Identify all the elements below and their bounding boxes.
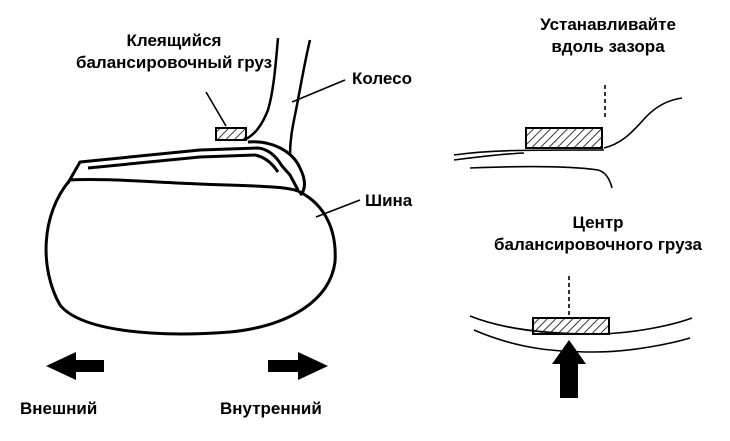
adhesive-weight-install xyxy=(525,127,603,149)
leader-lines xyxy=(205,79,361,218)
label-outer: Внешний xyxy=(20,399,98,418)
label-weight-center-line2: балансировочного груза xyxy=(494,235,702,254)
label-install-line1: Устанавливайте xyxy=(540,15,676,34)
wheel-rim-inner xyxy=(87,153,280,173)
tire-body xyxy=(44,177,337,336)
adhesive-weight-center xyxy=(532,317,610,335)
install-detail xyxy=(453,85,683,189)
label-adhesive-weight-line2: балансировочный груз xyxy=(75,53,273,72)
tire-cross-section xyxy=(44,146,337,336)
label-wheel: Колесо xyxy=(352,69,412,88)
label-adhesive-weight-line1: Клеящийся xyxy=(126,31,222,50)
label-tire: Шина xyxy=(365,191,413,210)
label-install: Устанавливайте вдоль зазора xyxy=(528,14,688,58)
arrow-inner-icon xyxy=(268,352,328,380)
center-detail xyxy=(469,276,693,353)
label-weight-center: Центр балансировочного груза xyxy=(472,212,724,256)
wheel-rim-outline xyxy=(66,146,300,191)
tire-shoulder xyxy=(247,140,306,197)
label-inner: Внутренний xyxy=(220,399,322,418)
label-weight-center-line1: Центр xyxy=(572,213,624,232)
arrow-outer-icon xyxy=(46,352,104,380)
adhesive-weight-left xyxy=(215,127,247,141)
wheel-spoke xyxy=(243,37,312,156)
label-adhesive-weight: Клеящийся балансировочный груз xyxy=(74,30,274,74)
label-install-line2: вдоль зазора xyxy=(551,37,665,56)
arrow-up-icon xyxy=(552,340,586,398)
